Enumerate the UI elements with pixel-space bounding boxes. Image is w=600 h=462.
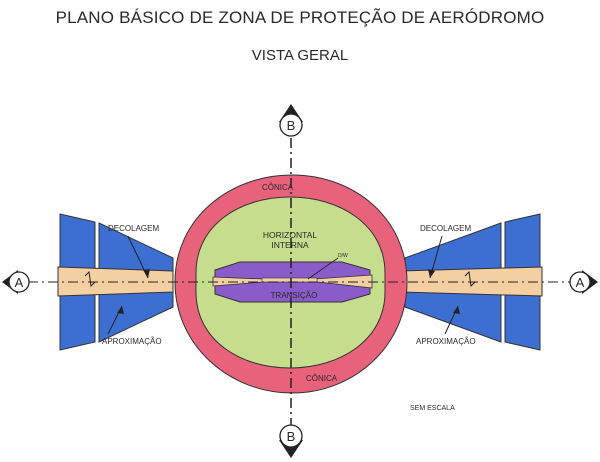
label-transicao: TRANSIÇÃO bbox=[271, 291, 318, 300]
leader-arrow bbox=[117, 306, 124, 314]
label-sem-escala: SEM ESCALA bbox=[410, 405, 455, 412]
label-conica-bottom: CÔNICA bbox=[306, 374, 338, 383]
label-aproximacao-left: APROXIMAÇÃO bbox=[102, 337, 162, 346]
break-mark bbox=[464, 270, 476, 288]
marker-label: B bbox=[287, 118, 296, 133]
section-marker-a-right: A bbox=[569, 270, 598, 294]
diagram-title: PLANO BÁSICO DE ZONA DE PROTEÇÃO DE AERÓ… bbox=[55, 8, 545, 27]
section-marker-b-top: B bbox=[279, 104, 303, 137]
label-horizontal-interna-1: HORIZONTAL bbox=[263, 230, 317, 240]
marker-circle bbox=[279, 113, 303, 137]
marker-label: A bbox=[15, 275, 24, 290]
leader-arrow bbox=[143, 269, 150, 278]
marker-label: B bbox=[287, 429, 296, 444]
section-marker-a-left: A bbox=[2, 270, 30, 294]
leader-line-pista bbox=[307, 257, 339, 280]
leader-arrow bbox=[428, 269, 435, 278]
label-aproximacao-right: APROXIMAÇÃO bbox=[416, 337, 476, 346]
marker-label: A bbox=[576, 275, 585, 290]
label-decolagem-right: DECOLAGEM bbox=[420, 224, 471, 233]
label-decolagem-left: DECOLAGEM bbox=[108, 224, 159, 233]
diagram-subtitle: VISTA GERAL bbox=[251, 47, 349, 64]
marker-circle bbox=[8, 271, 30, 293]
section-marker-b-bottom: B bbox=[279, 424, 303, 458]
marker-circle bbox=[569, 271, 591, 293]
marker-circle bbox=[279, 424, 303, 448]
label-horizontal-interna-2: INTERNA bbox=[271, 240, 309, 250]
label-pista: D/W bbox=[338, 253, 348, 259]
leader-arrow bbox=[453, 306, 460, 314]
right-surfaces bbox=[399, 213, 543, 351]
break-mark bbox=[84, 270, 96, 288]
label-conica-top: CÔNICA bbox=[262, 183, 294, 192]
